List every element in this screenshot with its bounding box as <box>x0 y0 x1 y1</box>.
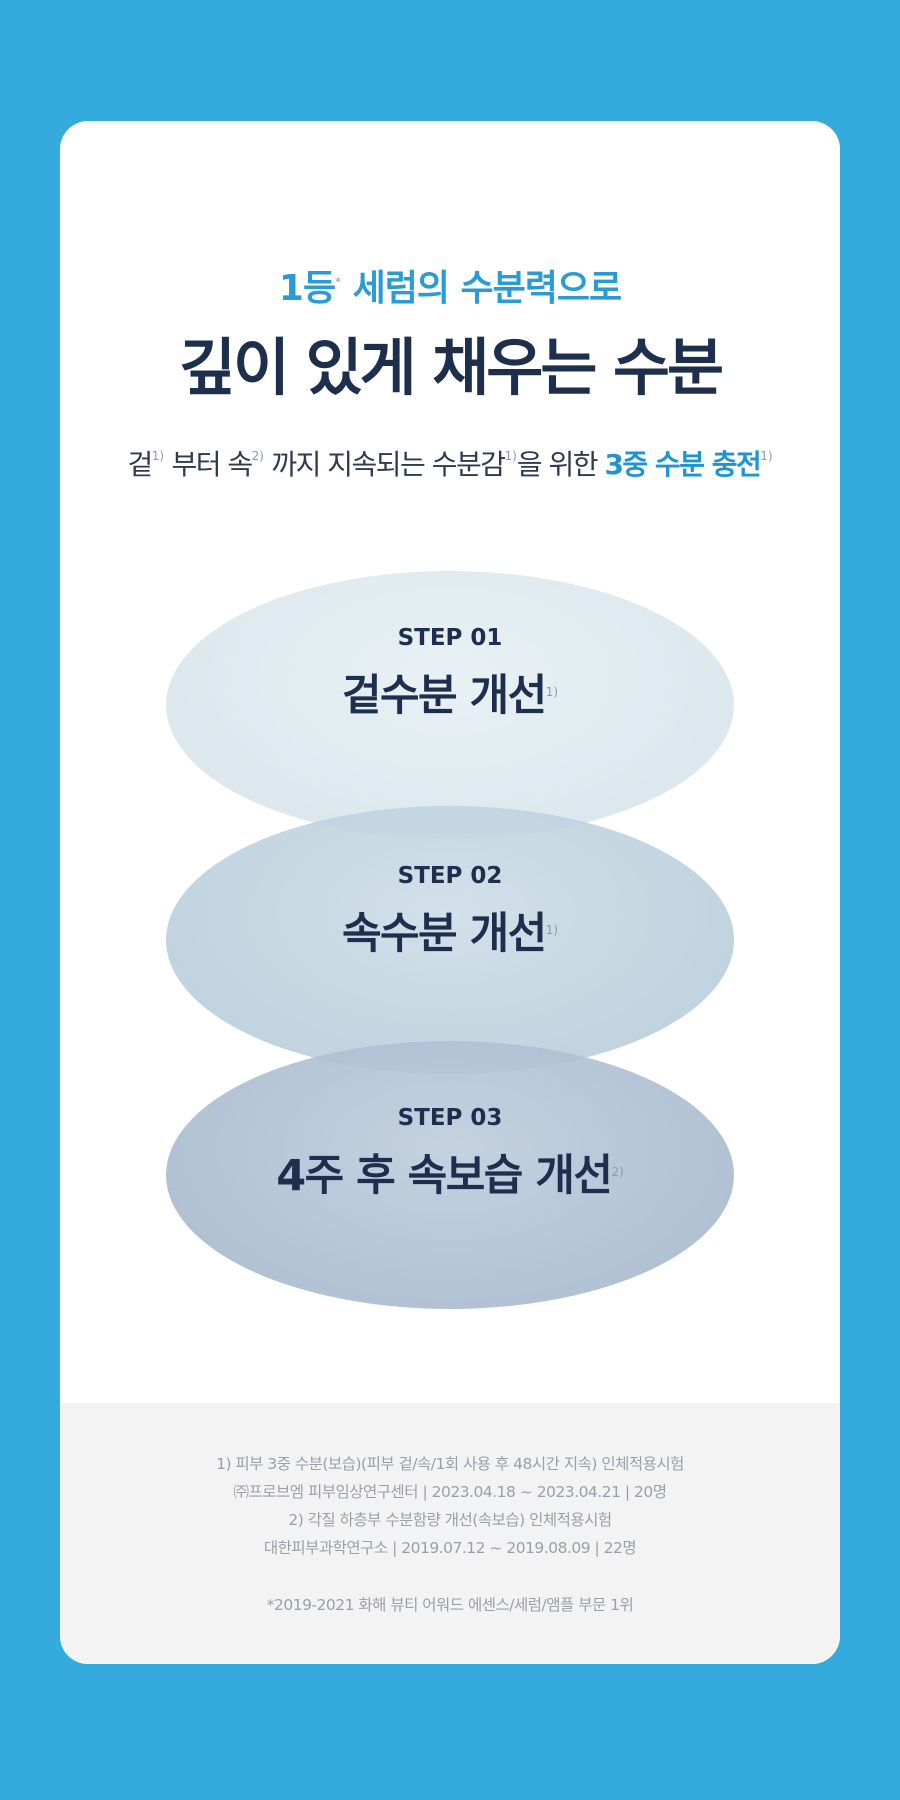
footnote-marker: 1) <box>151 449 165 463</box>
step-2-label: STEP 02 <box>397 863 503 889</box>
step-1-oval <box>166 571 734 839</box>
steps-illustration: STEP 01 겉수분 개선1) STEP 02 속수분 개선1) STEP 0… <box>60 121 840 1421</box>
sub-headline-rank: 1등 <box>278 268 336 309</box>
description: 겉1) 부터 속2) 까지 지속되는 수분감1)을 위한 3중 수분 충전1) <box>60 443 840 483</box>
footnote-marker: 1) <box>545 685 559 699</box>
footnote-marker: 1) <box>504 449 517 463</box>
step-2-title: 속수분 개선1) <box>60 899 840 961</box>
step-3-title: 4주 후 속보습 개선2) <box>60 1141 840 1203</box>
step-1-title: 겉수분 개선1) <box>60 661 840 723</box>
footnote-marker: 2) <box>611 1165 624 1179</box>
desc-part-3: 까지 지속되는 수분감 <box>271 448 506 481</box>
desc-part-1: 겉 <box>127 448 153 481</box>
sub-headline-text: 세럼의 수분력으로 <box>352 268 622 309</box>
footnote-marker: 1) <box>545 923 559 937</box>
footnote-marker: 2) <box>251 449 264 463</box>
step-1-label: STEP 01 <box>397 625 503 651</box>
footnote-line-4: 대한피부과학연구소 | 2019.07.12 ~ 2019.08.09 | 22… <box>263 1539 637 1557</box>
sub-headline-asterisk: * <box>335 275 342 289</box>
step-3-oval <box>166 1041 734 1309</box>
desc-part-2: 부터 속 <box>171 448 253 481</box>
step-2-title-text: 속수분 개선 <box>341 909 547 959</box>
step-3-label: STEP 03 <box>397 1105 503 1131</box>
footnote-marker: 1) <box>760 449 773 463</box>
desc-part-4: 을 위한 <box>516 448 599 481</box>
footnote-line-1: 1) 피부 3중 수분(보습)(피부 겉/속/1회 사용 후 48시간 지속) … <box>216 1455 684 1473</box>
sub-headline: 1등* 세럼의 수분력으로 <box>60 259 840 311</box>
step-2-oval <box>166 806 734 1074</box>
step-1-title-text: 겉수분 개선 <box>341 671 547 721</box>
step-3-title-text: 4주 후 속보습 개선 <box>276 1151 613 1201</box>
footnote-line-3: 2) 각질 하층부 수분함량 개선(속보습) 인체적용시험 <box>288 1511 612 1529</box>
footnotes-section: 1) 피부 3중 수분(보습)(피부 겉/속/1회 사용 후 48시간 지속) … <box>60 1403 840 1664</box>
page-title: 깊이 있게 채우는 수분 <box>178 331 724 404</box>
footnote-line-2: ㈜프로브엠 피부임상연구센터 | 2023.04.18 ~ 2023.04.21… <box>233 1483 667 1501</box>
award-note: *2019-2021 화해 뷰티 어워드 에센스/세럼/앰플 부문 1위 <box>266 1596 634 1614</box>
content-card: 1등* 세럼의 수분력으로 깊이 있게 채우는 수분 겉1) 부터 속2) 까지… <box>60 121 840 1664</box>
desc-highlight: 3중 수분 충전 <box>604 448 761 481</box>
